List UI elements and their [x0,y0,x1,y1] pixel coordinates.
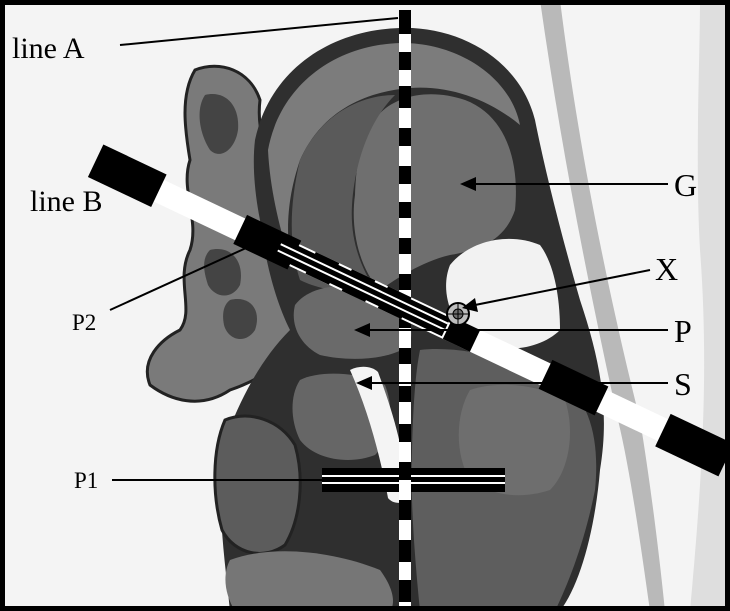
p1-bar [322,468,505,492]
label-x: X [655,251,678,287]
p1-stripe-2 [322,482,505,484]
cerebellum-region [215,416,300,553]
label-line-b: line B [30,185,103,218]
p1-marker [322,468,505,492]
p1-stripe-1 [322,475,505,477]
label-line-a: line A [12,32,85,65]
label-p2: P2 [72,310,96,335]
label-p: P [674,313,692,349]
label-g: G [674,167,697,203]
label-s: S [674,366,692,402]
vertebra-detail-3 [223,299,257,339]
label-p1: P1 [74,468,98,493]
